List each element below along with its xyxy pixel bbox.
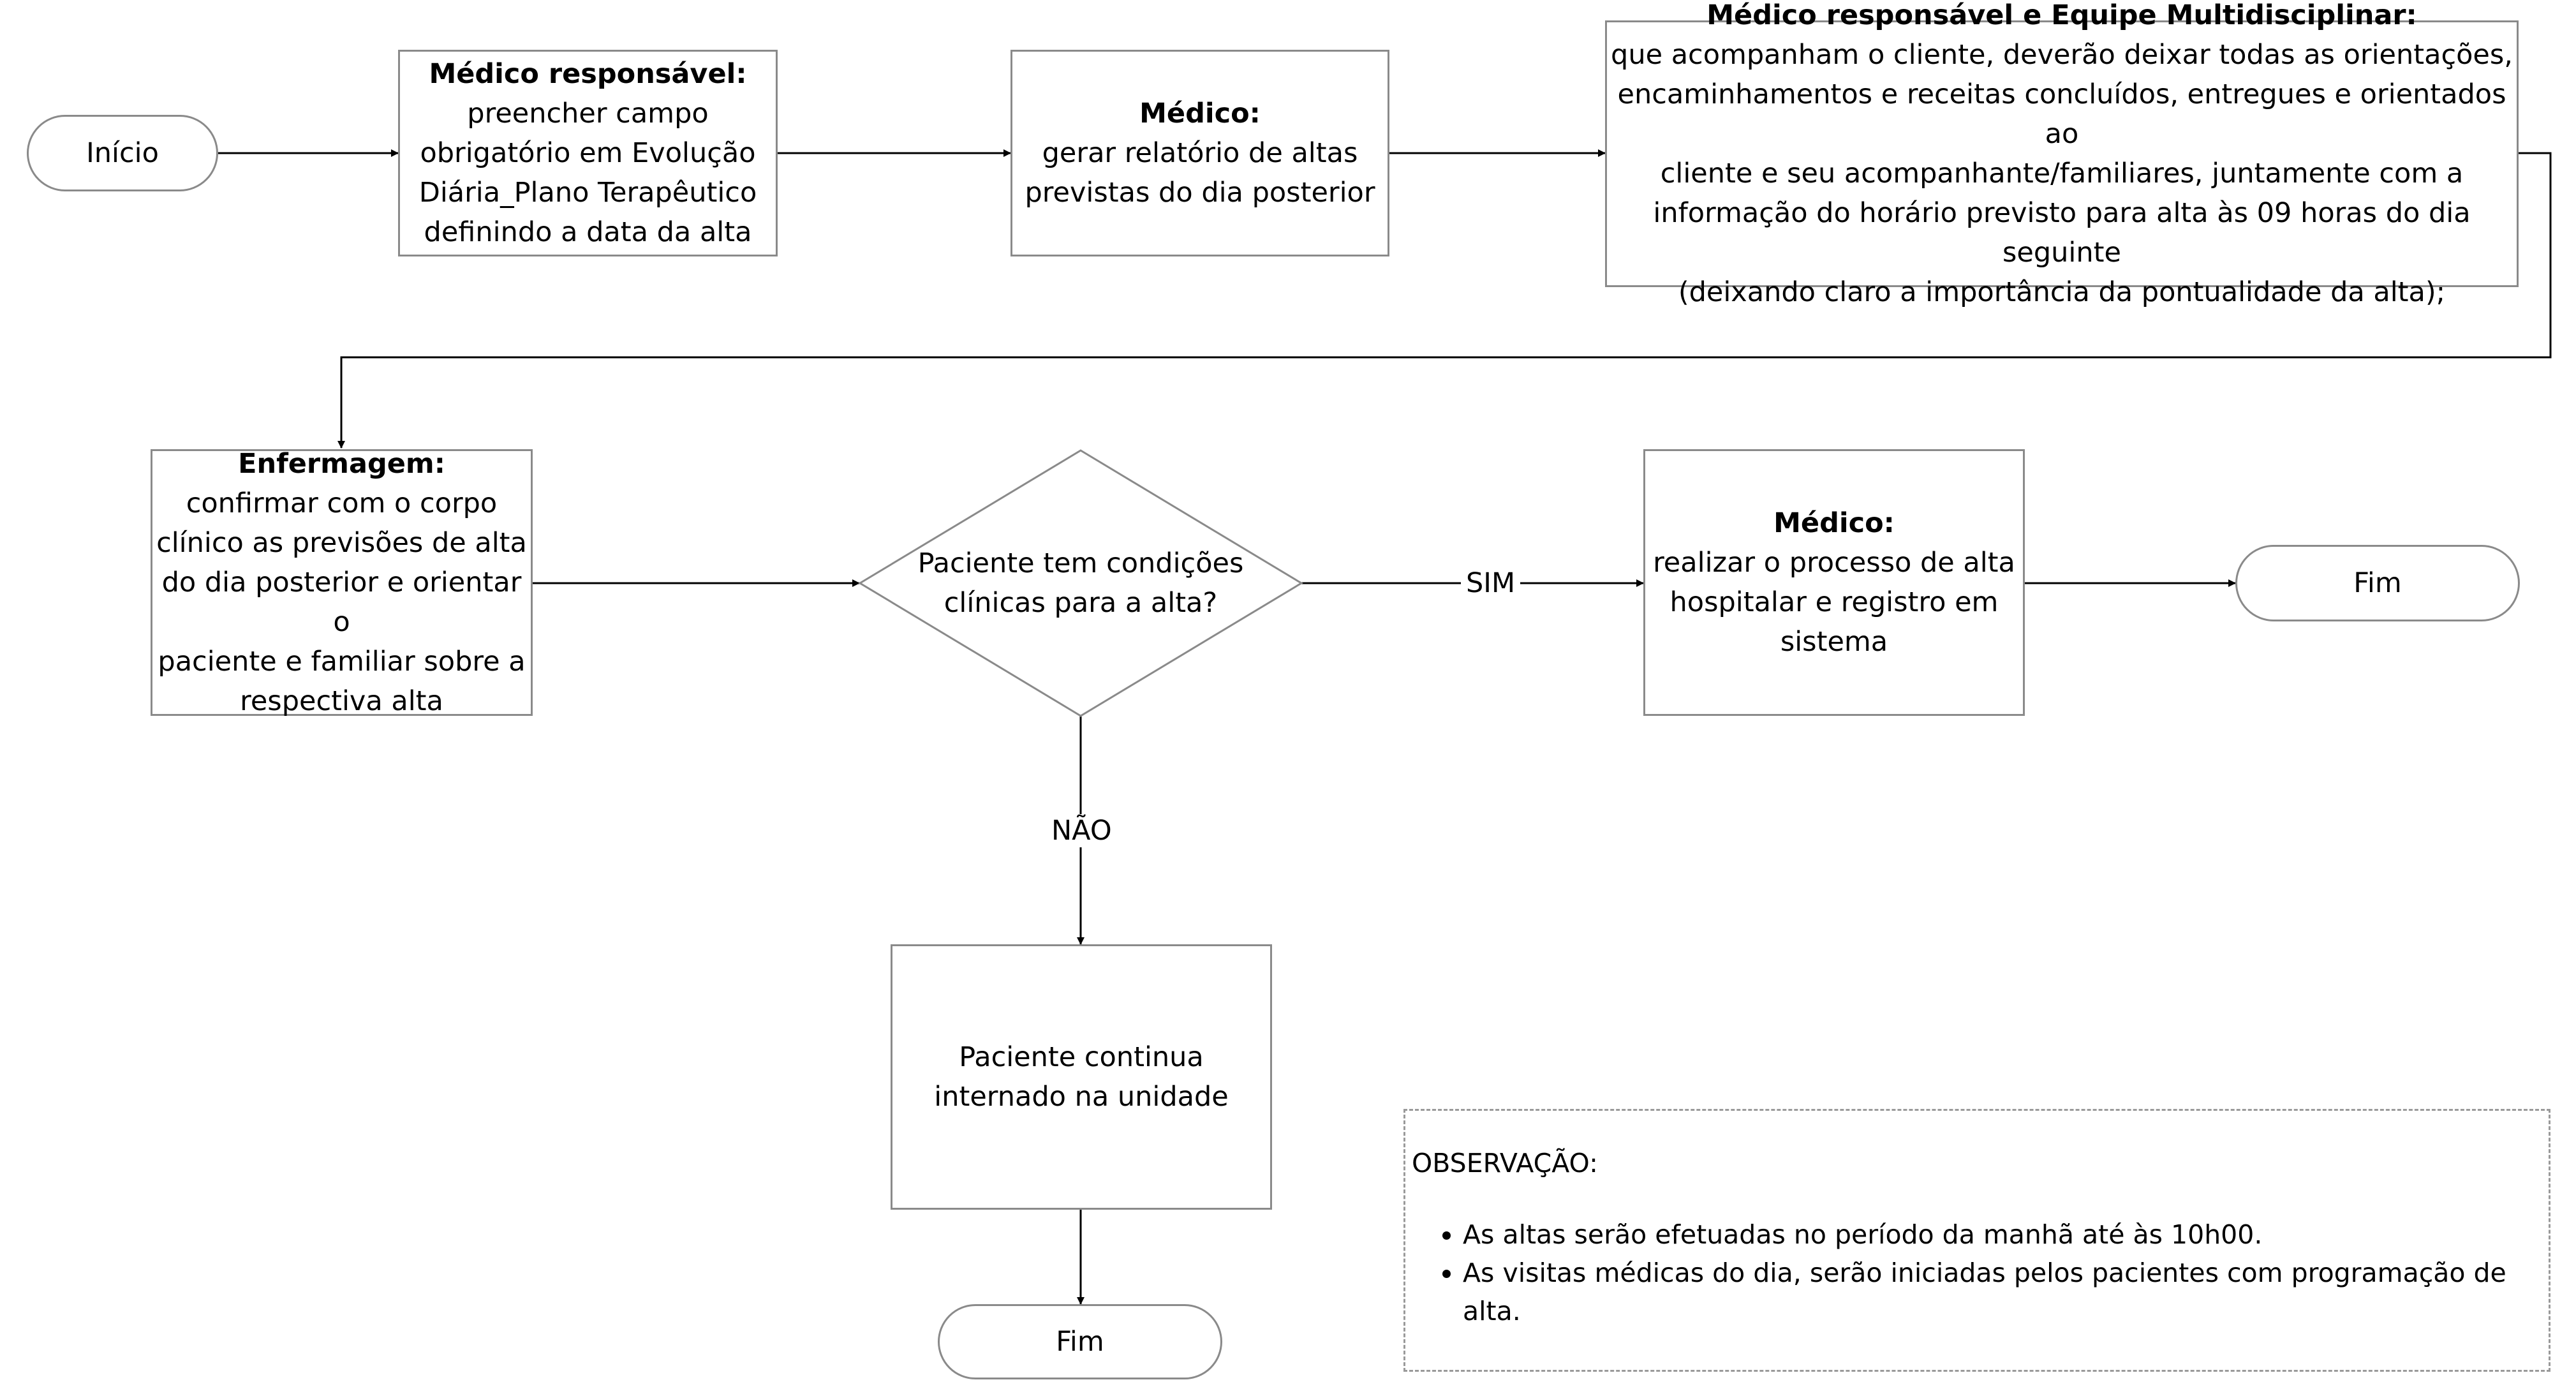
yes-label: SIM [1461,567,1521,600]
step-doctor-discharge: Médico: realizar o processo de alta hosp… [1643,449,2025,716]
decision-diamond [858,449,1303,717]
step3-title: Médico responsável e Equipe Multidiscipl… [1706,0,2417,31]
step5-title: Médico: [1773,507,1895,539]
step1-title: Médico responsável: [429,58,747,90]
step2-body: gerar relatório de altas previstas do di… [1025,137,1375,209]
step1-body: preencher campo obrigatório em Evolução … [418,98,757,248]
end2-label: Fim [1056,1326,1104,1358]
start-label: Início [86,137,159,169]
step6-body: Paciente continua internado na unidade [934,1041,1229,1113]
step3-body: que acompanham o cliente, deverão deixar… [1611,39,2513,308]
note-item: As visitas médicas do dia, serão iniciad… [1463,1254,2523,1330]
start-node: Início [27,115,218,191]
step4-title: Enfermagem: [238,448,445,480]
step-doctor-report: Médico: gerar relatório de altas previst… [1010,50,1389,256]
step5-body: realizar o processo de alta hospitalar e… [1653,547,2015,658]
edge-step3-step4 [337,152,2552,449]
observation-note: OBSERVAÇÃO: As altas serão efetuadas no … [1403,1109,2550,1372]
step-multidisciplinary-team: Médico responsável e Equipe Multidiscipl… [1605,0,2519,308]
note-heading: OBSERVAÇÃO: [1412,1148,1598,1178]
step2-title: Médico: [1139,98,1261,130]
step-doctor-fill-field: Médico responsável: preencher campo obri… [398,50,778,256]
step-nursing-confirm: Enfermagem: confirmar com o corpo clínic… [151,448,533,717]
decision-question: Paciente tem condições clínicas para a a… [917,547,1244,619]
end-node-discharge: Fim [2235,545,2520,621]
step4-body: confirmar com o corpo clínico as previsõ… [156,487,527,717]
note-item: As altas serão efetuadas no período da m… [1463,1215,2523,1254]
step-patient-stays: Paciente continua internado na unidade [891,944,1272,1210]
no-label: NÃO [1046,814,1117,847]
end-node-stays: Fim [938,1304,1222,1379]
end1-label: Fim [2353,567,2402,599]
note-list: As altas serão efetuadas no período da m… [1412,1215,2523,1330]
